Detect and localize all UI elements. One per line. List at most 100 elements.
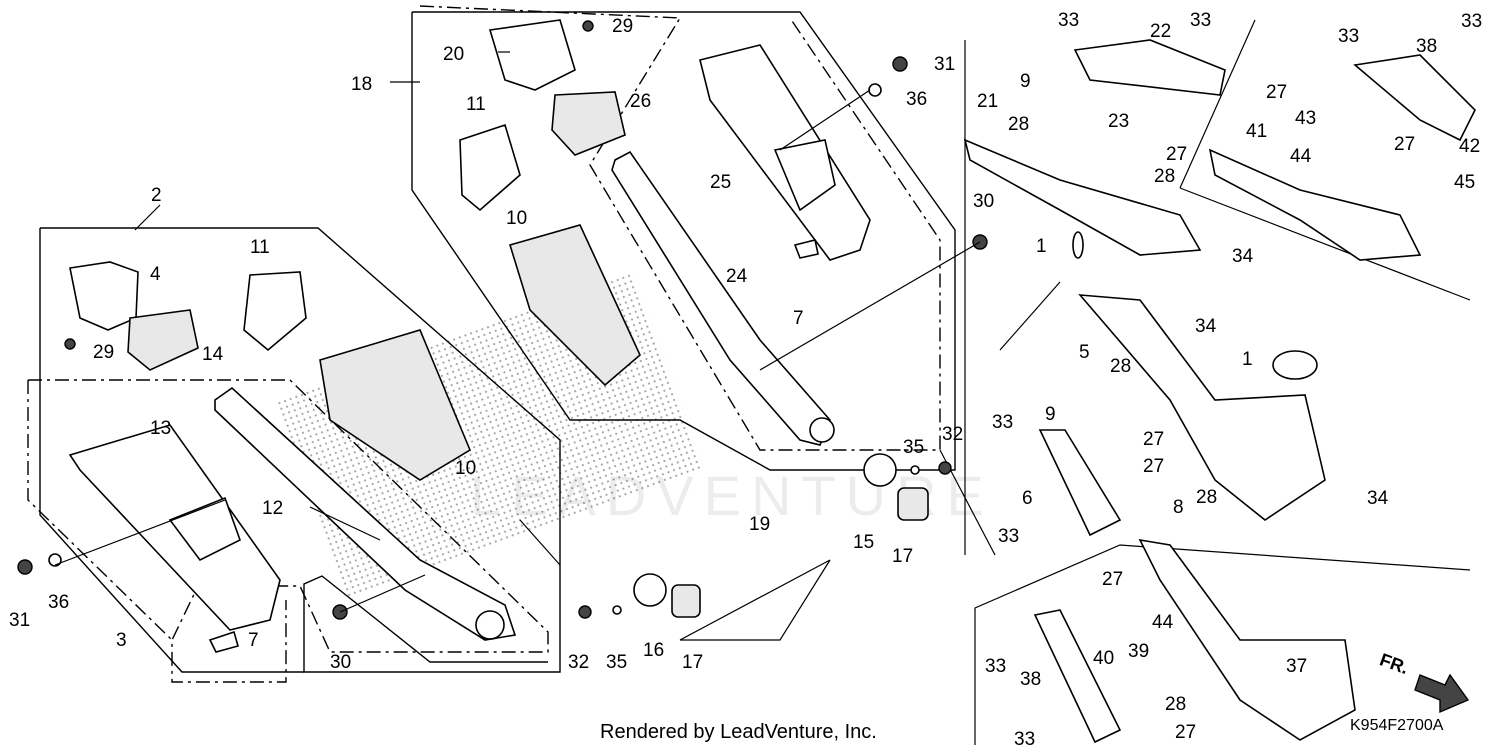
callout-label: 17	[892, 546, 913, 567]
gasket-1-upper	[1072, 231, 1084, 259]
callout-label: 3	[116, 630, 127, 651]
separator-5	[974, 544, 1471, 745]
callout-label: 39	[1128, 641, 1149, 662]
exhaust-pipe-37	[1138, 538, 1356, 741]
exhaust-pipe-21	[963, 138, 1202, 256]
callout-label: 9	[1020, 71, 1031, 92]
washer-36-left	[48, 553, 62, 567]
callout-label: 25	[710, 172, 731, 193]
callout-label: 17	[682, 652, 703, 673]
pipe-end-24	[809, 417, 835, 443]
bolt-32-upper	[938, 461, 952, 475]
callout-label: 38	[1020, 669, 1041, 690]
group-2-outline-left	[39, 228, 304, 673]
callout-label: 12	[262, 498, 283, 519]
callout-label: 21	[977, 91, 998, 112]
callout-label: 34	[1195, 316, 1217, 337]
packing-part-10-upper	[508, 224, 641, 387]
callout-label: 10	[455, 458, 476, 479]
callout-label: 18	[351, 74, 372, 95]
callout-label: 33	[1058, 10, 1079, 31]
group-3-outline-left	[27, 380, 173, 641]
callout-label: 33	[992, 412, 1013, 433]
callout-label: 32	[568, 652, 589, 673]
callout-label: 13	[150, 418, 171, 439]
screw-29-left	[64, 338, 76, 350]
callout-label: 33	[1190, 10, 1211, 31]
rivet-7-left	[208, 630, 239, 653]
spark-arrester-26	[551, 91, 626, 156]
callout-label: 36	[48, 592, 69, 613]
callout-label: 34	[1232, 246, 1254, 267]
separator-1	[999, 281, 1061, 351]
diagram-code: K954F2700A	[1350, 717, 1444, 734]
callout-label: 15	[853, 532, 874, 553]
callout-label: 33	[998, 526, 1019, 547]
callout-label: 27	[1143, 429, 1164, 450]
callout-label: 45	[1454, 172, 1475, 193]
callout-label: 33	[1014, 729, 1035, 750]
callout-label: 27	[1102, 569, 1123, 590]
heat-guard-13	[168, 496, 241, 562]
callout-label: 38	[1416, 36, 1437, 57]
heat-protector-38-upper	[1353, 54, 1476, 142]
callout-label: 29	[612, 16, 633, 37]
callout-label: 40	[1093, 648, 1114, 669]
bolt-31-upper	[892, 56, 908, 72]
callout-label: 20	[443, 44, 464, 65]
callout-label: 27	[1143, 456, 1164, 477]
separator-4	[1179, 187, 1471, 301]
callout-label: 33	[985, 656, 1006, 677]
callout-label: 31	[934, 54, 955, 75]
callout-label: 30	[973, 191, 994, 212]
callout-label: 28	[1165, 694, 1186, 715]
callout-label: 9	[1045, 404, 1056, 425]
callout-label: 28	[1196, 487, 1217, 508]
callout-label: 5	[1079, 342, 1090, 363]
group-19-outline	[419, 5, 941, 451]
bolt-31-left	[17, 559, 33, 575]
callout-label: 23	[1108, 111, 1129, 132]
callout-label: 22	[1150, 21, 1171, 42]
callout-label: 44	[1152, 612, 1174, 633]
callout-label: 33	[1461, 11, 1482, 32]
heat-protector-22	[1073, 39, 1226, 96]
packing-part-10	[319, 329, 472, 481]
callout-label: 43	[1295, 108, 1316, 129]
packing-cone-11	[459, 123, 521, 212]
callout-label: 41	[1246, 121, 1267, 142]
callout-label: 10	[506, 208, 527, 229]
callout-label: 6	[1022, 488, 1033, 509]
rubber-17-upper	[897, 487, 929, 521]
callout-label: 8	[1173, 497, 1184, 518]
band-15	[863, 453, 897, 487]
callout-label: 14	[202, 344, 224, 365]
end-cap-part	[69, 261, 139, 331]
callout-label: 28	[1008, 114, 1029, 135]
callout-label: 33	[1338, 26, 1359, 47]
heat-protector-38-lower	[1033, 609, 1122, 744]
callout-label: 44	[1290, 146, 1312, 167]
callout-label: 4	[150, 264, 161, 285]
callout-label: 27	[1266, 82, 1287, 103]
callout-label: 16	[643, 640, 664, 661]
callout-label: 27	[1166, 144, 1187, 165]
callout-label: 28	[1154, 166, 1175, 187]
bolt-32-left	[578, 605, 592, 619]
callout-label: 2	[151, 185, 162, 206]
inner-pipe-24	[611, 150, 831, 446]
washer-35-upper	[910, 465, 920, 475]
callout-label: 28	[1110, 356, 1131, 377]
front-direction-arrow-icon	[1414, 673, 1470, 714]
callout-label: 36	[906, 89, 927, 110]
rubber-17	[671, 584, 701, 618]
callout-label: 24	[726, 266, 748, 287]
callout-label: 11	[250, 237, 270, 258]
exhaust-pipe-5	[1078, 294, 1326, 521]
band-16	[633, 573, 667, 607]
callout-label: 7	[248, 630, 259, 651]
end-cap-20	[488, 19, 576, 91]
heat-guard-25	[773, 139, 836, 212]
callout-label: 27	[1175, 722, 1196, 743]
